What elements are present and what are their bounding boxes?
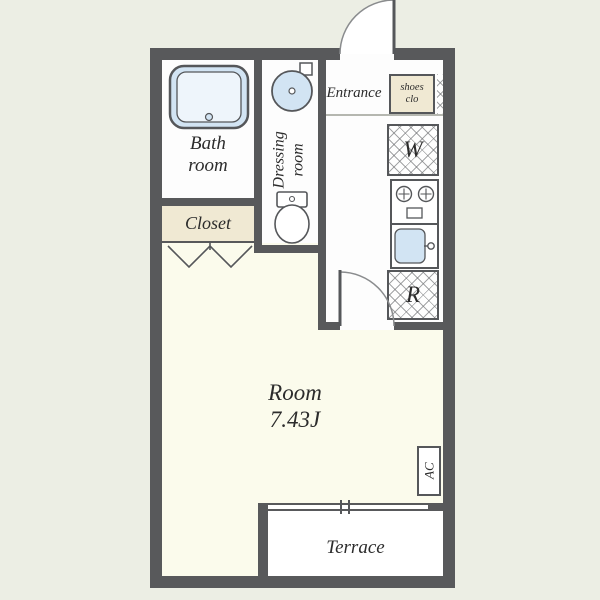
fridge-space-box: R (387, 270, 439, 320)
wall-hall-room-right (394, 322, 443, 330)
closet-area (162, 206, 254, 241)
wall-bath-dressing (254, 60, 262, 253)
bathtub-icon (168, 64, 250, 130)
room-size-label: 7.43J (269, 407, 321, 433)
terrace-label: Terrace (326, 537, 385, 558)
outer-wall-left (150, 48, 162, 588)
washer-label: W (403, 137, 423, 163)
terrace-area (268, 511, 443, 576)
entrance-step-line (326, 114, 443, 116)
dressing-room-label: Dressing room (271, 131, 307, 189)
stove-icon (390, 179, 439, 225)
entrance-door-icon (339, 0, 396, 60)
window-tick-icon (340, 500, 350, 514)
wall-dressing-bottom (254, 245, 326, 253)
washbasin-icon (271, 62, 313, 112)
room-label: Room 7.43J (160, 379, 430, 433)
entrance-label: Entrance (326, 85, 382, 101)
bath-room-label: Bath room (188, 133, 228, 177)
toilet-icon (274, 191, 310, 244)
closet-folding-door-icon (167, 241, 253, 269)
closet-label: Closet (184, 213, 231, 233)
pipe-space-hatch (437, 74, 443, 114)
room-door-icon (338, 270, 395, 330)
shoes-closet-label: shoes clo (400, 82, 424, 105)
shoes-closet-box: shoes clo (389, 74, 435, 114)
wall-hall-room-left (326, 322, 340, 330)
fridge-label: R (405, 282, 421, 308)
wall-bath-closet (162, 198, 262, 206)
outer-wall-right (443, 48, 455, 588)
washer-space-box: W (387, 124, 439, 176)
room-name: Room (268, 380, 322, 405)
kitchen-sink-icon (390, 223, 439, 269)
outer-wall-top-left (150, 48, 340, 60)
closet-front-line (162, 241, 254, 243)
wall-terrace-left (258, 503, 268, 576)
outer-wall-bottom (150, 576, 455, 588)
wall-window-stub (428, 503, 443, 511)
ac-unit-box: AC (417, 446, 441, 496)
outer-wall-top-right (394, 48, 455, 60)
wall-dressing-hall (318, 60, 326, 330)
